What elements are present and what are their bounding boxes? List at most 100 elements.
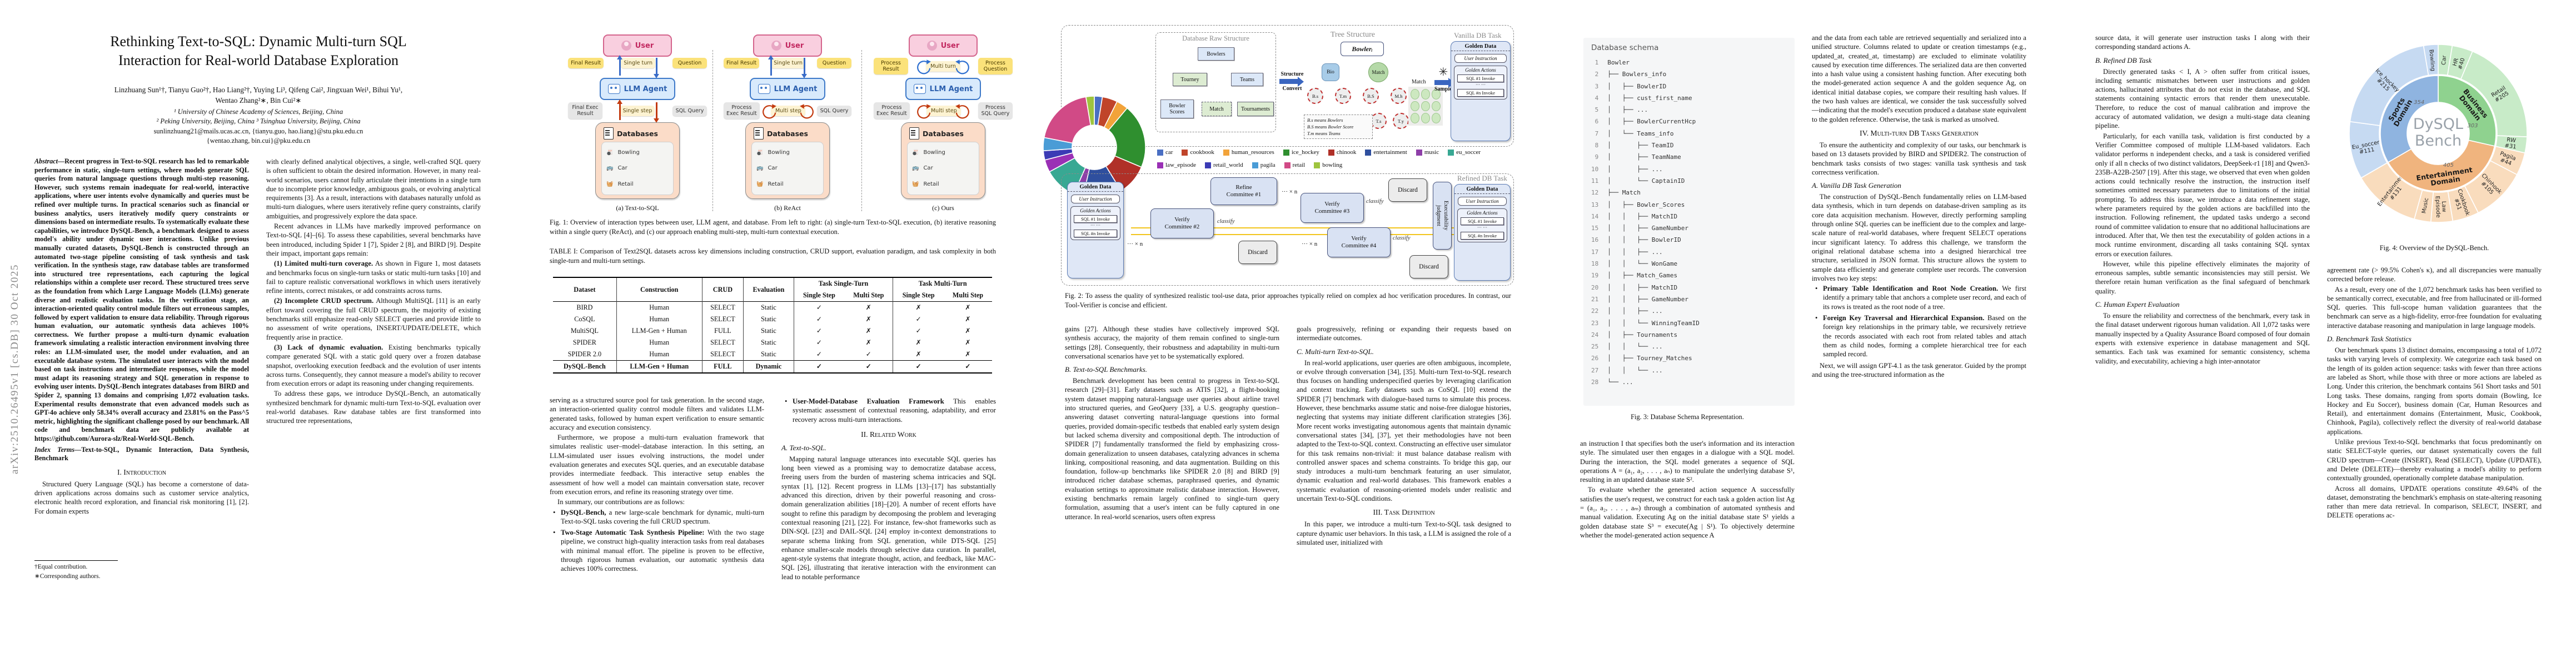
figure-3-schema: Database schema 1 2 3 4 5 6 7 8 9 10 11 … bbox=[1583, 38, 1795, 406]
vanilla-db-task-title: Vanilla DB Task bbox=[1454, 31, 1502, 39]
down-arrow bbox=[654, 58, 659, 78]
intro-paragraph: Structured Query Language (SQL) has beco… bbox=[34, 480, 249, 515]
sample-arrow: ✳ Sample bbox=[1434, 66, 1454, 92]
fig1-panel-b: User Final Result Single turn Question L… bbox=[724, 34, 851, 212]
structure-convert-arrow: Structure Convert bbox=[1278, 71, 1306, 92]
loop-arrow-icon bbox=[955, 59, 969, 74]
paragraph: with clearly defined analytical objectiv… bbox=[266, 158, 481, 220]
llm-agent-box: LLM Agent bbox=[750, 78, 825, 100]
sql-query-label: SQL Query bbox=[672, 105, 707, 116]
leaf-bs: B.s bbox=[1307, 88, 1323, 104]
single-turn-label: Single turn bbox=[771, 58, 806, 68]
figure-1-caption: Fig. 1: Overview of interaction types be… bbox=[550, 218, 996, 236]
page-4: Database schema 1 2 3 4 5 6 7 8 9 10 11 … bbox=[1546, 0, 2061, 667]
paragraph: To evaluate whether the generated action… bbox=[1580, 486, 1795, 539]
loop-arrow-icon bbox=[955, 104, 969, 119]
figure-4-caption: Fig. 4: Overview of the DySQL-Bench. bbox=[2379, 244, 2489, 252]
svg-text:Bowling: Bowling bbox=[2428, 49, 2435, 71]
index-terms: Index Terms—Text-to-SQL, Dynamic Interac… bbox=[34, 445, 249, 462]
paragraph: gains [27]. Although these studies have … bbox=[1065, 325, 1279, 360]
times-n-label: ··· × n bbox=[1302, 241, 1318, 247]
schema-title: Database schema bbox=[1591, 43, 1659, 52]
node-tourney: Tourney bbox=[1173, 73, 1207, 86]
raw-structure-box: Database Raw Structure Bowlers Tourney T… bbox=[1155, 32, 1276, 132]
footnote-equal-contribution: †Equal contribution. bbox=[34, 563, 88, 570]
robot-icon bbox=[758, 84, 770, 94]
page-3: Database Raw Structure Bowlers Tourney T… bbox=[1030, 0, 1546, 667]
paragraph: In this paper, we introduce a multi-turn… bbox=[1297, 520, 1511, 546]
svg-text:303: 303 bbox=[2467, 123, 2478, 129]
vanilla-db-task-box: Golden Data User Instruction Golden Acti… bbox=[1451, 41, 1511, 141]
p4-right-column: and the data from each table are retriev… bbox=[1812, 33, 2026, 380]
svg-text:Music: Music bbox=[2421, 197, 2430, 214]
process-exec-result-label: Process Exec Result bbox=[874, 102, 910, 119]
node-bowlers: Bowlers bbox=[1198, 47, 1234, 61]
final-exec-result-label: Final Exec Result bbox=[568, 102, 602, 119]
times-n-label: ··· × n bbox=[1127, 241, 1143, 247]
openai-logo-icon: ✳ bbox=[1438, 66, 1448, 78]
question-label: Question bbox=[817, 58, 851, 68]
node-match: Match bbox=[1202, 102, 1232, 116]
fig2-synthesis-container bbox=[1061, 25, 1514, 147]
step-bullet-1: •Primary Table Identification and Root N… bbox=[1815, 285, 2026, 311]
subsection-human-evaluation: C. Human Expert Evaluation bbox=[2095, 300, 2180, 309]
node-teams: Teams bbox=[1231, 73, 1263, 86]
leaf-ts: T.s bbox=[1371, 113, 1387, 129]
car-icon: 🚌 bbox=[606, 165, 614, 172]
step-bullet-2: •Foreign Key Traversal and Hierarchical … bbox=[1815, 314, 2026, 359]
process-question-label: Process Question bbox=[978, 58, 1013, 74]
down-arrow bbox=[654, 102, 659, 123]
paragraph: and the data from each table are retriev… bbox=[1812, 34, 2026, 123]
figure-1: User Final Result Single turn Question L… bbox=[546, 28, 1013, 212]
vanilla-task-input-box: Golden Data User Instruction Golden Acti… bbox=[1067, 182, 1124, 278]
final-result-label: Final Result bbox=[724, 58, 760, 68]
discard-box: Discard bbox=[1388, 178, 1427, 202]
refined-db-task-box: Golden Data User Instruction Golden Acti… bbox=[1454, 184, 1511, 281]
affiliation-2: ² Peking University, Beijing, China ³ Ts… bbox=[156, 117, 361, 125]
paragraph: agreement rate (> 99.5% Cohen's κ), and … bbox=[2327, 266, 2542, 283]
refine-committee-1: Refine Committee #1 bbox=[1210, 177, 1277, 205]
footnote-corresponding: ∗Corresponding authors. bbox=[34, 573, 101, 580]
sub-header: Multi Step bbox=[952, 291, 984, 299]
user-instruction-pill: User Instruction bbox=[1454, 54, 1507, 63]
loop-arrow-icon bbox=[800, 104, 814, 119]
sub-header: Single Step bbox=[893, 290, 944, 302]
subsection-task-statistics: D. Benchmark Task Statistics bbox=[2327, 335, 2411, 344]
subsection-benchmarks: B. Text-to-SQL Benchmarks. bbox=[1065, 365, 1148, 374]
paper-title: Rethinking Text-to-SQL: Dynamic Multi-tu… bbox=[110, 33, 407, 68]
panel-c-caption: (c) Ours bbox=[932, 204, 954, 212]
databases-box: Databases 🎳Bowling 🚌Car 🧺Retail bbox=[745, 122, 830, 199]
panel-separator bbox=[712, 50, 713, 211]
paragraph: However, while this pipeline effectively… bbox=[2095, 260, 2310, 295]
retail-icon: 🧺 bbox=[756, 181, 764, 188]
down-arrow bbox=[801, 58, 807, 78]
svg-text:405: 405 bbox=[2443, 162, 2454, 168]
document-icon bbox=[754, 127, 764, 140]
paragraph: To address these gaps, we introduce DySQ… bbox=[266, 390, 481, 425]
contribution-bullet-1: •DySQL-Bench, a new large-scale benchmar… bbox=[553, 508, 764, 525]
p3-right-column: goals progressively, refining or expandi… bbox=[1297, 325, 1511, 548]
paragraph: Unlike previous Text-to-SQL benchmarks t… bbox=[2327, 438, 2542, 482]
paragraph: Our benchmark spans 13 distinct domains,… bbox=[2327, 346, 2542, 436]
group-header-single-turn: Task Single-Turn bbox=[793, 277, 893, 290]
paragraph: Particularly, for each vanilla task, val… bbox=[2095, 132, 2310, 258]
tree-root-bowler: Bowlerᵢ bbox=[1341, 42, 1384, 56]
document-icon bbox=[909, 127, 919, 140]
paragraph: Recent advances in LLMs have markedly im… bbox=[266, 222, 481, 257]
classify-label: classify bbox=[1393, 235, 1411, 241]
svg-text:354: 354 bbox=[2414, 99, 2424, 106]
paragraph: Benchmark development has been central t… bbox=[1065, 377, 1279, 521]
gap-item-1: (1) Limited multi-turn coverage. As show… bbox=[266, 260, 481, 295]
robot-icon bbox=[607, 84, 620, 94]
affiliation-1: ¹ University of Chinese Academy of Scien… bbox=[173, 108, 343, 116]
bowling-icon: 🎳 bbox=[756, 149, 764, 156]
llm-agent-box: LLM Agent bbox=[600, 78, 675, 100]
p2-left-column: serving as a structured source pool for … bbox=[550, 396, 764, 576]
discard-box: Discard bbox=[1409, 255, 1448, 278]
p1-right-column: with clearly defined analytical objectiv… bbox=[266, 157, 481, 630]
up-arrow bbox=[768, 55, 774, 76]
subsection-refined-task: B. Refined DB Task bbox=[2095, 56, 2152, 64]
